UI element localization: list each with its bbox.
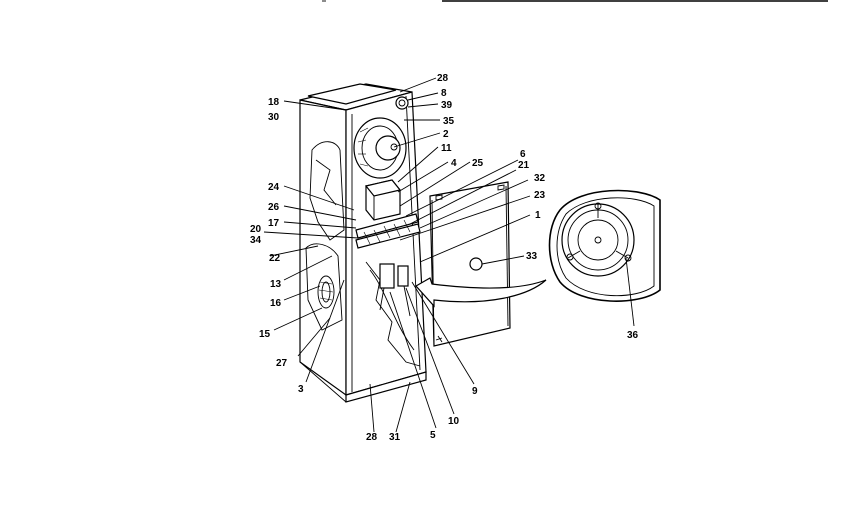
label-27: 27 — [276, 358, 288, 369]
switch-knob — [395, 96, 409, 110]
label-10: 10 — [448, 416, 460, 427]
label-1: 1 — [535, 210, 541, 221]
label-34: 34 — [250, 235, 262, 246]
label-36: 36 — [627, 330, 639, 341]
label-4: 4 — [451, 158, 457, 169]
label-32: 32 — [534, 173, 546, 184]
label-28-bottom: 28 — [366, 432, 378, 443]
label-28-top: 28 — [437, 73, 449, 84]
label-35: 35 — [443, 116, 455, 127]
label-20: 20 — [250, 224, 262, 235]
lower-components — [379, 263, 411, 317]
label-22: 22 — [269, 253, 281, 264]
label-26: 26 — [268, 202, 280, 213]
leader-lines — [263, 77, 635, 433]
blower-wheel-detail — [548, 189, 661, 302]
label-21: 21 — [518, 160, 530, 171]
label-3: 3 — [298, 384, 304, 395]
detail-arrow — [415, 277, 547, 308]
label-17: 17 — [268, 218, 280, 229]
label-23: 23 — [534, 190, 546, 201]
label-30: 30 — [268, 112, 280, 123]
label-33: 33 — [526, 251, 538, 262]
burner-manifold — [355, 213, 421, 249]
label-8: 8 — [441, 88, 447, 99]
label-15: 15 — [259, 329, 271, 340]
label-25: 25 — [472, 158, 484, 169]
label-13: 13 — [270, 279, 282, 290]
callout-labels: 28 8 39 18 30 35 2 11 4 25 6 21 32 24 23… — [250, 73, 639, 443]
label-18: 18 — [268, 97, 280, 108]
label-31: 31 — [389, 432, 401, 443]
label-9: 9 — [472, 386, 478, 397]
inducer-motor — [353, 117, 407, 179]
label-16: 16 — [270, 298, 282, 309]
label-5: 5 — [430, 430, 436, 441]
label-11: 11 — [441, 143, 452, 154]
label-6: 6 — [520, 149, 526, 160]
gas-valve-box — [364, 179, 402, 221]
label-2: 2 — [443, 129, 449, 140]
label-24: 24 — [268, 182, 280, 193]
label-39: 39 — [441, 100, 453, 111]
